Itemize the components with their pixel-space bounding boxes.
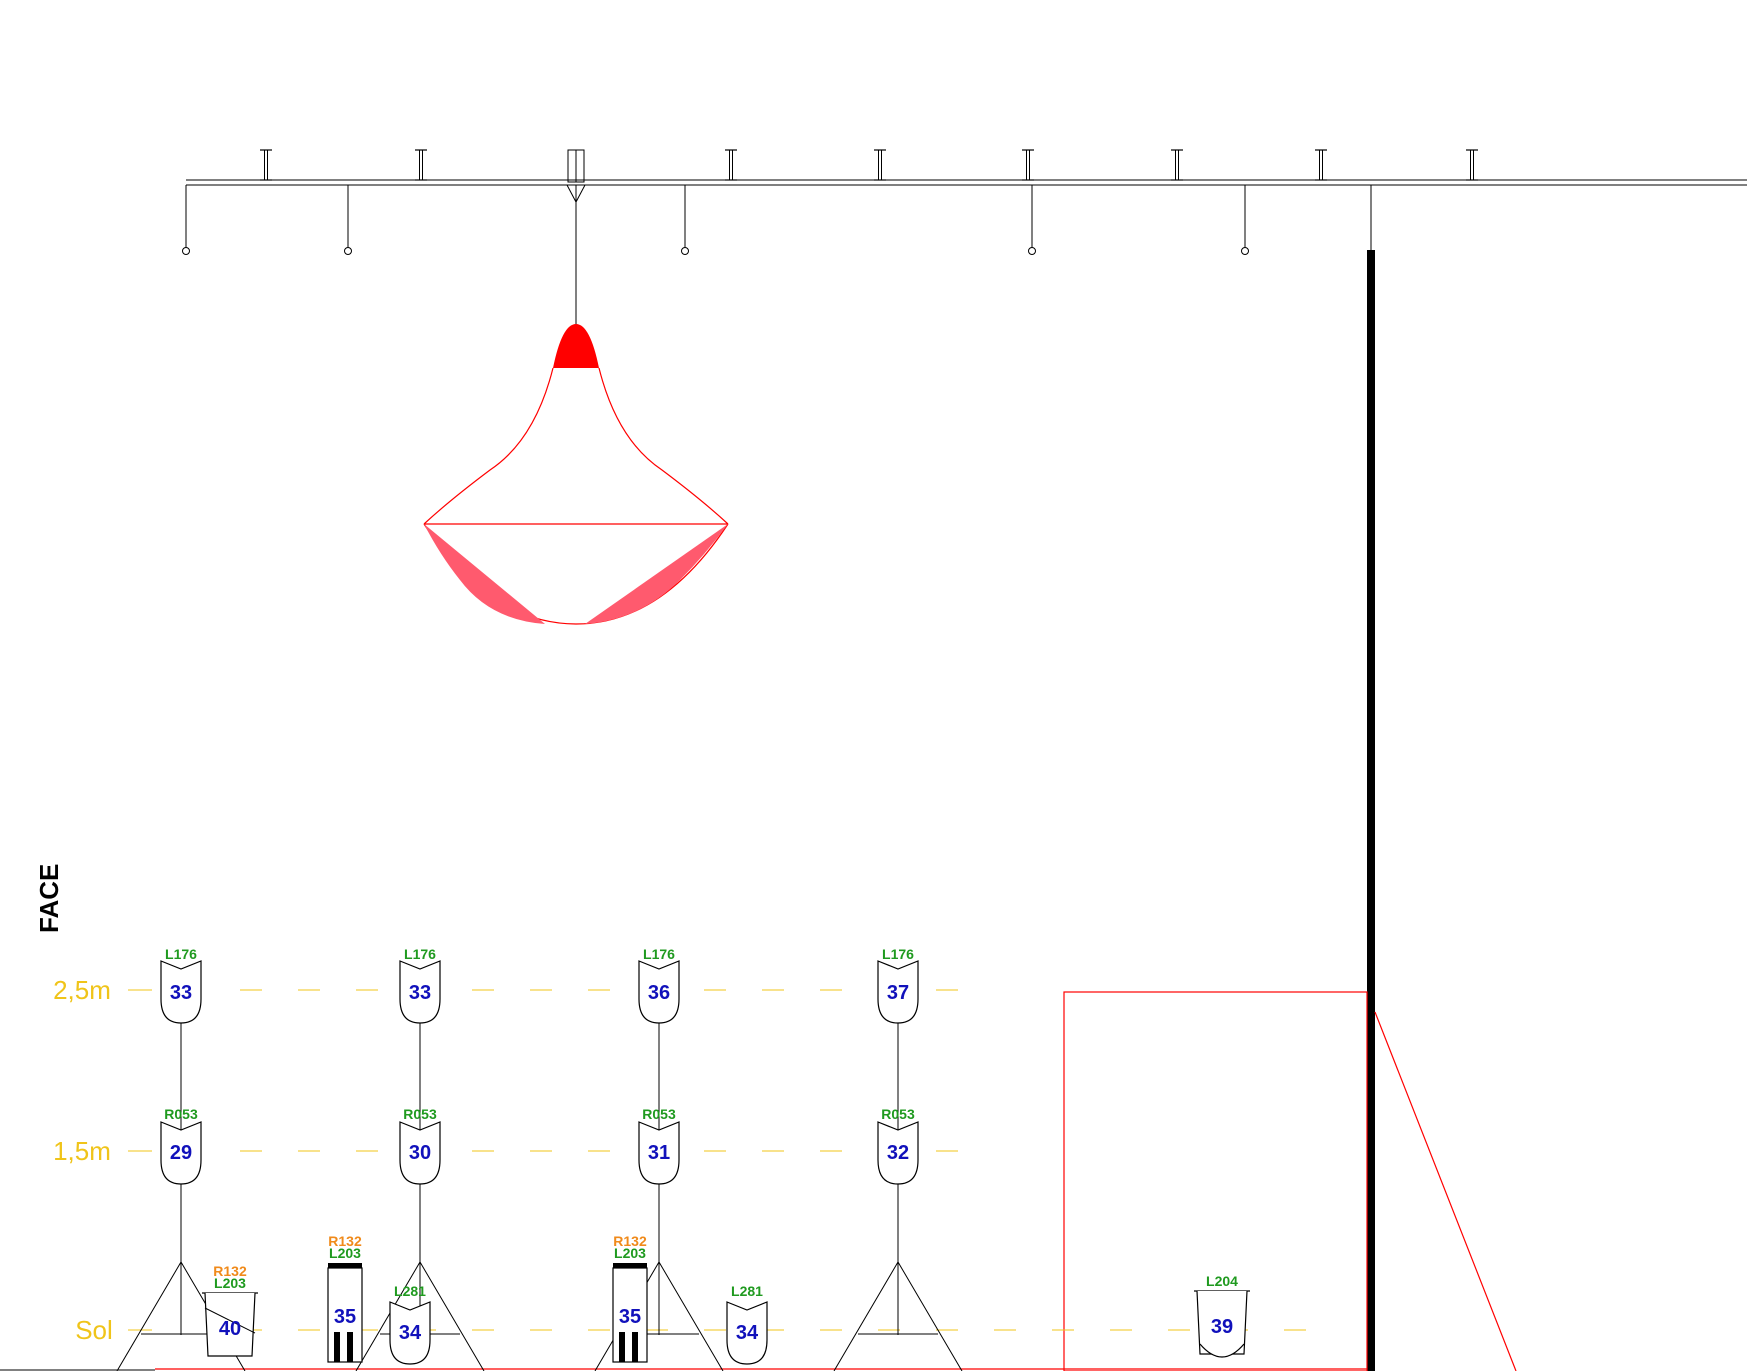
fixture-code: L176 <box>643 946 675 962</box>
fixture-number: 30 <box>409 1142 431 1164</box>
fixture-code: R053 <box>881 1106 915 1122</box>
level-label: 2,5m <box>53 975 111 1005</box>
level-label: Sol <box>75 1315 113 1345</box>
fixture-code: L281 <box>731 1283 763 1299</box>
level-label: 1,5m <box>53 1136 111 1166</box>
fixture-cap <box>613 1263 647 1268</box>
fixture-body <box>389 1301 431 1365</box>
fixture-code: R132 <box>613 1233 647 1249</box>
fixture-code: R132 <box>328 1233 362 1249</box>
fixture-body <box>612 1267 648 1363</box>
fixture-code: L176 <box>165 946 197 962</box>
fixture-cap <box>328 1263 362 1268</box>
drop-point <box>1028 185 1036 255</box>
pendant-lamp <box>423 149 729 625</box>
fixture-number: 35 <box>619 1306 641 1328</box>
fixture-body <box>638 1121 680 1185</box>
fixture-code: L203 <box>614 1245 646 1261</box>
fixture-number: 33 <box>409 982 431 1004</box>
pendant-shade <box>423 367 729 525</box>
drop-point <box>681 185 689 255</box>
truss-bar <box>186 179 1747 186</box>
i-beam-icon <box>260 149 272 181</box>
fixture-body <box>399 960 441 1024</box>
level-marker: Sol <box>75 1315 1320 1345</box>
fixture-code: L203 <box>329 1245 361 1261</box>
fixture-top: L176 33 <box>160 946 202 1024</box>
fixture-body <box>638 960 680 1024</box>
drop-point <box>1241 185 1249 255</box>
fixture-number: 34 <box>399 1322 422 1344</box>
fixture-code: R053 <box>403 1106 437 1122</box>
floor-fixture-par: L281 34 <box>389 1283 431 1365</box>
i-beam-icon <box>874 149 886 181</box>
fixture-mid: R053 30 <box>399 1106 441 1185</box>
fixture-number: 34 <box>736 1322 759 1344</box>
fixture-body <box>726 1301 768 1365</box>
level-marker: 1,5m <box>53 1136 975 1166</box>
pendant-cap <box>553 324 599 368</box>
fixture-code: L203 <box>214 1275 246 1291</box>
fixture-body <box>877 1121 919 1185</box>
fixture-body <box>877 960 919 1024</box>
fixture-code: L204 <box>1206 1273 1238 1289</box>
fixture-body <box>327 1267 363 1363</box>
fixture-mid: R053 31 <box>638 1106 680 1185</box>
fixture-code: L176 <box>404 946 436 962</box>
tripod-legs <box>833 1261 963 1371</box>
lighting-stands: L17633R05329L17633R05330L17636R05331L176… <box>116 946 963 1371</box>
i-beam-icon <box>1315 149 1327 181</box>
drop-point <box>344 185 352 255</box>
fixture-top: L176 36 <box>638 946 680 1024</box>
fixture-body <box>160 960 202 1024</box>
fixture-code: R132 <box>213 1263 247 1279</box>
truss-drops <box>182 185 1249 255</box>
i-beam-icon <box>415 149 427 181</box>
floor-fixture-par: L281 34 <box>726 1283 768 1365</box>
floor-fixture-bowl: L204 39 <box>1194 1273 1250 1358</box>
i-beam-icon <box>725 149 737 181</box>
fixture-number: 40 <box>219 1318 241 1340</box>
face-label: FACE <box>34 864 64 933</box>
i-beam-icon <box>1171 149 1183 181</box>
fixture-top: L176 37 <box>877 946 919 1024</box>
floor-fixtures: R132L20340R132L20335L28134R132L20335L281… <box>202 1233 1250 1365</box>
fixture-number: 37 <box>887 982 909 1004</box>
fixture-mid: R053 32 <box>877 1106 919 1185</box>
fixture-number: 35 <box>334 1306 356 1328</box>
fixture-number: 31 <box>648 1142 670 1164</box>
fixture-mid: R053 29 <box>160 1106 202 1185</box>
fixture-number: 36 <box>648 982 670 1004</box>
fixture-number: 29 <box>170 1142 192 1164</box>
fixture-number: 39 <box>1211 1316 1233 1338</box>
black-pole <box>1367 250 1375 1371</box>
fixture-code: L176 <box>882 946 914 962</box>
fixture-code: R053 <box>164 1106 198 1122</box>
level-marker: 2,5m <box>53 975 975 1005</box>
fixture-body <box>160 1121 202 1185</box>
tripod-legs <box>355 1261 485 1371</box>
fixture-number: 32 <box>887 1142 909 1164</box>
truss-beams <box>260 149 1478 181</box>
fixture-number: 33 <box>170 982 192 1004</box>
fixture-code: L281 <box>394 1283 426 1299</box>
fixture-body <box>204 1292 256 1357</box>
i-beam-icon <box>1022 149 1034 181</box>
fixture-top: L176 33 <box>399 946 441 1024</box>
fixture-body <box>399 1121 441 1185</box>
i-beam-icon <box>1466 149 1478 181</box>
fixture-code: R053 <box>642 1106 676 1122</box>
drop-point <box>182 185 190 255</box>
